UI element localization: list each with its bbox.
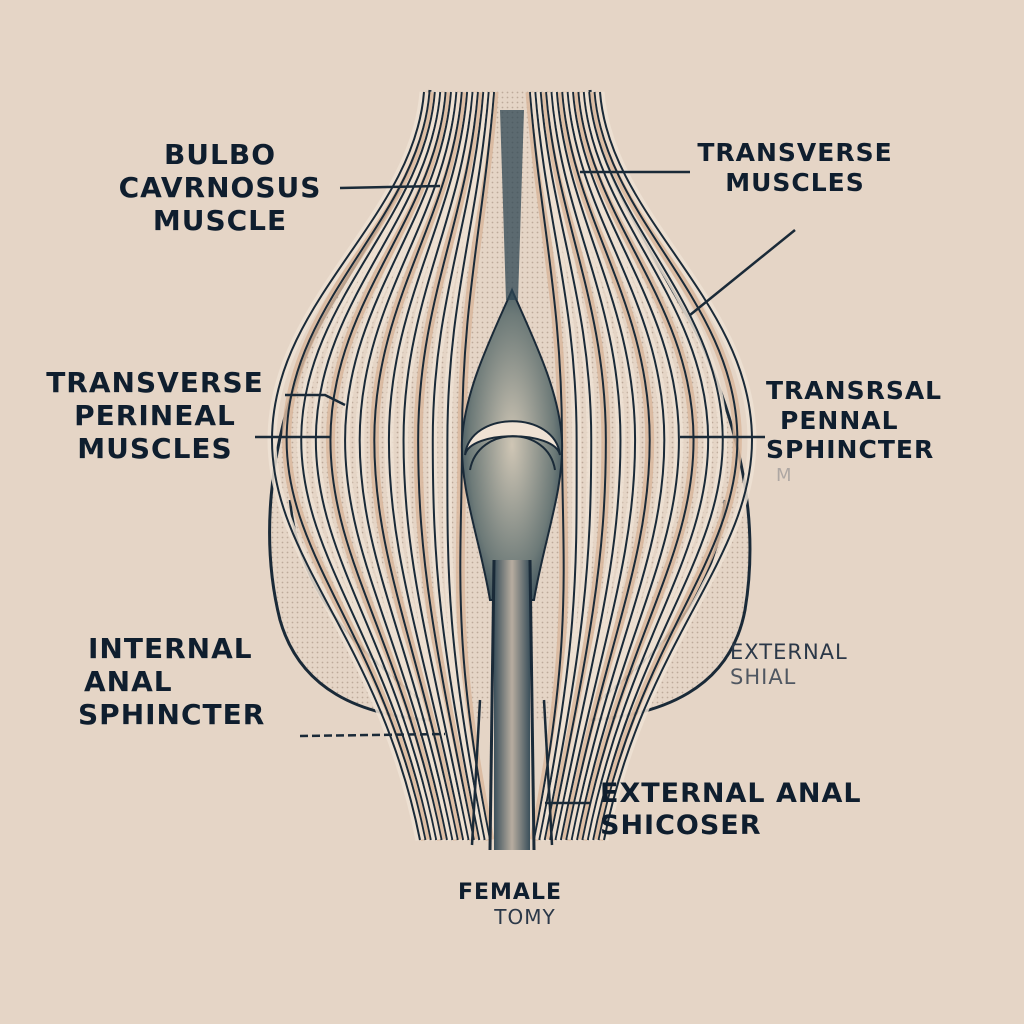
anal-canal xyxy=(470,559,554,851)
label-line: CAVRNOSUS xyxy=(118,171,322,205)
label-transrsal-sphincter: TRANSRSAL PENNAL SPHINCTER M xyxy=(766,376,986,486)
muscle-fiber-line xyxy=(446,91,490,841)
label-line: SHICOSER xyxy=(600,809,762,841)
label-line: PERINEAL xyxy=(74,399,236,433)
muscle-fiber-line xyxy=(387,91,469,841)
muscle-fibers-right xyxy=(525,91,757,841)
label-line: SPHINCTER xyxy=(766,435,935,464)
leader-bulbocavernosus xyxy=(339,184,441,190)
muscle-fiber-line xyxy=(599,91,754,841)
label-line: TRANSRSAL xyxy=(766,376,943,405)
label-transverse-muscles: TRANSVERSE MUSCLES xyxy=(680,138,910,197)
label-bulbocavernosus-muscle: BULBO CAVRNOSUS MUSCLE xyxy=(100,138,340,237)
muscle-fiber-line xyxy=(577,91,695,841)
muscle-fiber-line xyxy=(545,91,607,841)
muscle-fiber-line xyxy=(566,91,666,841)
figure-title: FEMALE TOMY xyxy=(400,880,620,930)
muscle-fiber-line xyxy=(270,91,425,841)
muscle-fiber-line xyxy=(539,91,593,841)
muscle-fiber-line xyxy=(373,91,463,841)
label-line: EXTERNAL ANAL xyxy=(600,778,862,809)
label-internal-anal-sphincter: INTERNAL ANAL SPHINCTER xyxy=(78,632,298,731)
leader-transverse-perineal-1 xyxy=(285,393,346,407)
muscle-fiber-line xyxy=(329,91,447,841)
muscle-fiber-line xyxy=(300,91,436,841)
muscle-fiber-line xyxy=(417,91,479,841)
muscle-fiber-line xyxy=(344,91,452,841)
title-line: TOMY xyxy=(494,904,556,929)
leader-transverse-muscles-diagonal xyxy=(689,229,796,316)
muscle-fiber-line xyxy=(314,91,442,841)
label-external-shial: EXTERNAL SHIAL xyxy=(730,640,910,690)
muscle-fibers-left xyxy=(267,91,499,841)
label-line: MUSCLES xyxy=(725,167,865,197)
muscle-fiber-line xyxy=(555,91,637,841)
label-external-anal-sphincter: EXTERNAL ANAL SHICOSER xyxy=(600,778,900,842)
muscle-fiber-line xyxy=(534,91,578,841)
label-line: MUSCLES xyxy=(77,432,233,466)
label-transverse-perineal-muscles: TRANSVERSE PERINEAL MUSCLES xyxy=(30,366,280,465)
label-line: EXTERNAL xyxy=(730,640,848,664)
muscle-fiber-line xyxy=(550,91,622,841)
muscle-fiber-line xyxy=(561,91,651,841)
muscle-fiber-line xyxy=(593,91,739,841)
upper-canal xyxy=(500,110,524,300)
muscle-fiber-line xyxy=(572,91,680,841)
label-line: ANAL xyxy=(84,665,173,699)
label-line: M xyxy=(776,464,793,486)
label-line: INTERNAL xyxy=(88,632,253,665)
muscle-fiber-line xyxy=(358,91,458,841)
label-line: BULBO xyxy=(163,138,277,171)
muscle-fiber-line xyxy=(431,91,485,841)
muscle-fiber-line xyxy=(582,91,710,841)
label-line: MUSCLE xyxy=(152,204,288,238)
muscle-fiber-line xyxy=(285,91,431,841)
title-line: FEMALE xyxy=(457,880,563,905)
label-line: TRANSVERSE xyxy=(46,366,264,399)
muscle-fiber-line xyxy=(588,91,724,841)
leader-lines xyxy=(255,170,796,805)
muscle-fiber-line xyxy=(402,91,474,841)
label-line: SHIAL xyxy=(730,664,797,689)
leader-internal-anal xyxy=(299,732,446,738)
label-line: TRANSVERSE xyxy=(697,138,893,167)
label-line: SPHINCTER xyxy=(78,698,266,732)
label-line: PENNAL xyxy=(780,405,899,435)
